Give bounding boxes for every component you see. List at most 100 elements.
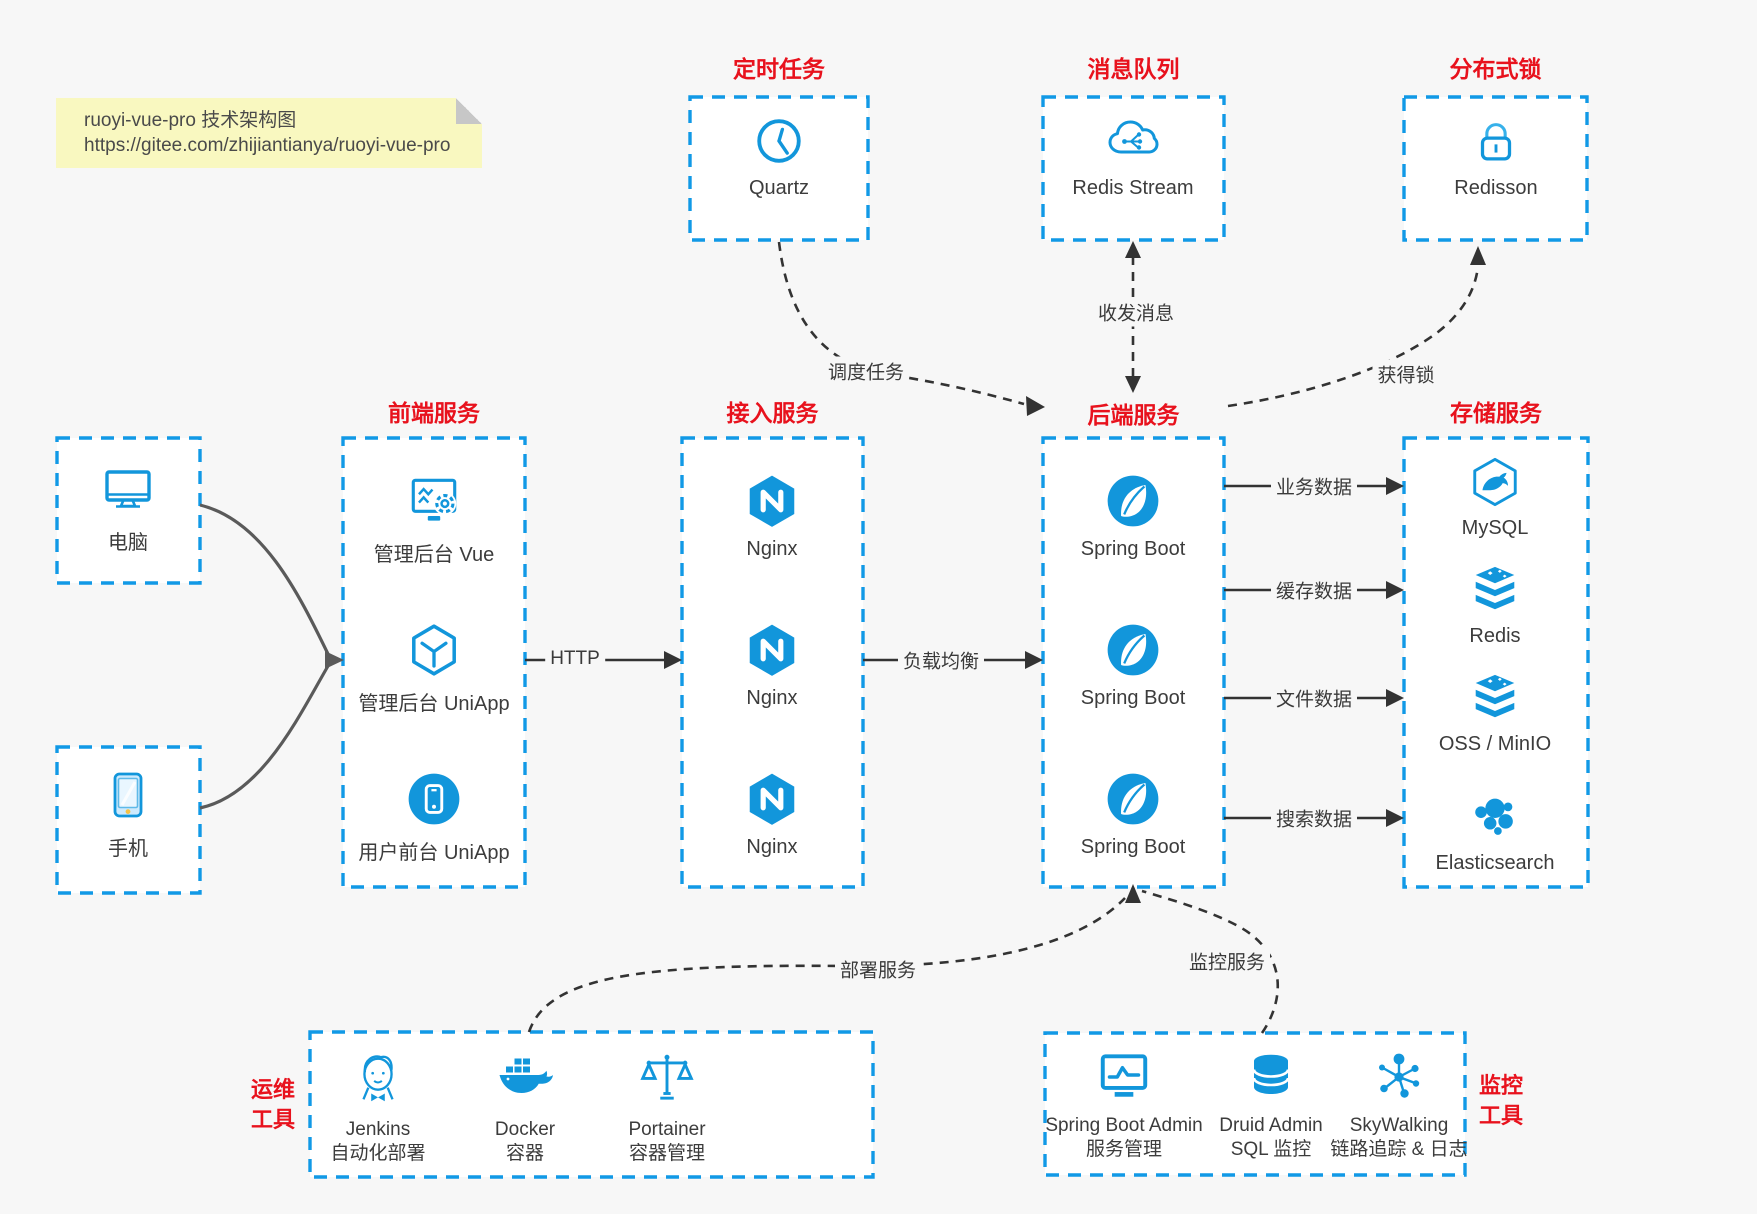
arrowhead-schedule-task — [1026, 396, 1045, 416]
spring-boot-icon — [1107, 475, 1159, 527]
node-portainer: Portainer 容器管理 — [582, 1046, 752, 1166]
monitoring-title-line1: 监控 — [1478, 1073, 1523, 1098]
arrowhead-http — [664, 651, 682, 669]
devops-box — [308, 1030, 875, 1179]
arrowhead-file-data — [1386, 689, 1404, 707]
arrowhead-msg-down — [1125, 376, 1141, 393]
arrowhead-acquire-lock — [1470, 246, 1486, 265]
portainer-name: Portainer — [628, 1119, 706, 1140]
nginx-icon — [749, 624, 795, 676]
arrowhead-deploy-monitor — [1125, 884, 1141, 903]
portainer-scales-icon — [640, 1054, 694, 1100]
skywalking-desc: 链路追踪 & 日志 — [1330, 1139, 1468, 1160]
computer-icon — [105, 470, 151, 508]
docker-icon — [499, 1058, 553, 1093]
node-springboot-3: Spring Boot — [1043, 770, 1223, 859]
cloud-stream-icon — [1108, 120, 1159, 154]
phone-label: 手机 — [108, 838, 148, 860]
redis-stack-icon — [1475, 566, 1515, 610]
nginx-icon — [749, 475, 795, 527]
portainer-desc: 容器管理 — [628, 1143, 705, 1164]
node-nginx-2: Nginx — [682, 621, 862, 710]
sticky-note: ruoyi-vue-pro 技术架构图 https://gitee.com/zh… — [56, 98, 482, 168]
node-jenkins: Jenkins 自动化部署 — [293, 1046, 463, 1166]
phone-box — [55, 745, 202, 895]
jenkins-label: Jenkins 自动化部署 — [330, 1118, 425, 1166]
docker-desc: 容器 — [505, 1143, 544, 1164]
springboot-admin-icon — [1100, 1054, 1148, 1097]
springboot-label: Spring Boot — [1080, 538, 1186, 560]
computer-label: 电脑 — [108, 532, 148, 554]
arrowhead-cache-data — [1386, 581, 1404, 599]
edge-phone-frontend — [199, 665, 330, 810]
node-admin-uniapp: 管理后台 UniApp — [344, 621, 524, 716]
jenkins-desc: 自动化部署 — [330, 1143, 426, 1164]
devops-title: 运维工具 — [238, 1075, 308, 1135]
nginx-label: Nginx — [746, 538, 798, 560]
admin-uniapp-label: 管理后台 UniApp — [358, 693, 510, 715]
edge-computer-frontend — [199, 503, 330, 655]
edge-label-load-balance: 负载均衡 — [897, 645, 985, 675]
lock-title: 分布式锁 — [1449, 56, 1542, 82]
edge-label-monitor-service: 监控服务 — [1183, 946, 1271, 976]
monitoring-title: 监控工具 — [1466, 1071, 1536, 1131]
druid-admin-name: Druid Admin — [1219, 1115, 1323, 1136]
arrowhead-frontend — [325, 651, 344, 669]
oss-minio-label: OSS / MinIO — [1438, 733, 1552, 755]
backend-title: 后端服务 — [1087, 402, 1180, 428]
nginx-label: Nginx — [746, 687, 798, 709]
edge-label-cache-data: 缓存数据 — [1270, 575, 1358, 605]
edge-label-http: HTTP — [545, 647, 605, 671]
storage-title: 存储服务 — [1450, 400, 1542, 426]
skywalking-name: SkyWalking — [1349, 1115, 1449, 1136]
node-admin-vue: 管理后台 Vue — [344, 472, 524, 567]
node-computer: 电脑 — [38, 460, 218, 555]
elasticsearch-label: Elasticsearch — [1435, 852, 1555, 874]
jenkins-name: Jenkins — [345, 1119, 411, 1140]
elasticsearch-icon — [1475, 798, 1513, 835]
node-springboot-1: Spring Boot — [1043, 472, 1223, 561]
node-nginx-3: Nginx — [682, 770, 862, 859]
skywalking-hub-icon — [1379, 1053, 1420, 1098]
quartz-label: Quartz — [748, 177, 810, 199]
note-fold-corner — [456, 98, 482, 124]
devops-title-line1: 运维 — [250, 1077, 295, 1102]
druid-database-icon — [1252, 1054, 1290, 1094]
jenkins-icon — [362, 1055, 394, 1102]
user-uniapp-label: 用户前台 UniApp — [358, 842, 510, 864]
scheduler-title: 定时任务 — [733, 56, 825, 82]
edge-label-send-receive-msg: 收发消息 — [1092, 297, 1180, 327]
node-oss-minio: OSS / MinIO — [1405, 671, 1585, 756]
mysql-label: MySQL — [1461, 517, 1529, 539]
clock-icon — [757, 119, 801, 163]
redis-stream-label: Redis Stream — [1072, 177, 1194, 199]
node-user-uniapp: 用户前台 UniApp — [344, 770, 524, 865]
portainer-label: Portainer 容器管理 — [628, 1118, 705, 1166]
note-url: https://gitee.com/zhijiantianya/ruoyi-vu… — [84, 135, 451, 156]
frontend-title: 前端服务 — [388, 400, 480, 426]
nginx-icon — [749, 773, 795, 825]
edge-acquire-lock — [1227, 265, 1480, 408]
arrowhead-load-balance — [1025, 651, 1043, 669]
springboot-label: Spring Boot — [1080, 836, 1186, 858]
admin-vue-icon — [411, 478, 457, 521]
uniapp-cube-icon — [412, 624, 456, 676]
node-mysql: MySQL — [1405, 455, 1585, 540]
node-elasticsearch: Elasticsearch — [1405, 790, 1585, 875]
oss-minio-icon — [1475, 674, 1515, 718]
node-quartz: Quartz — [689, 113, 869, 200]
node-redis: Redis — [1405, 563, 1585, 648]
arrowhead-msg-up — [1125, 241, 1141, 258]
admin-vue-label: 管理后台 Vue — [373, 544, 495, 566]
spring-boot-icon — [1107, 624, 1159, 676]
springboot-label: Spring Boot — [1080, 687, 1186, 709]
edge-label-business-data: 业务数据 — [1270, 471, 1358, 501]
gateway-title: 接入服务 — [726, 400, 819, 426]
redis-label: Redis — [1469, 625, 1521, 647]
arrowhead-search-data — [1386, 809, 1404, 827]
note-title: ruoyi-vue-pro 技术架构图 — [84, 110, 297, 131]
